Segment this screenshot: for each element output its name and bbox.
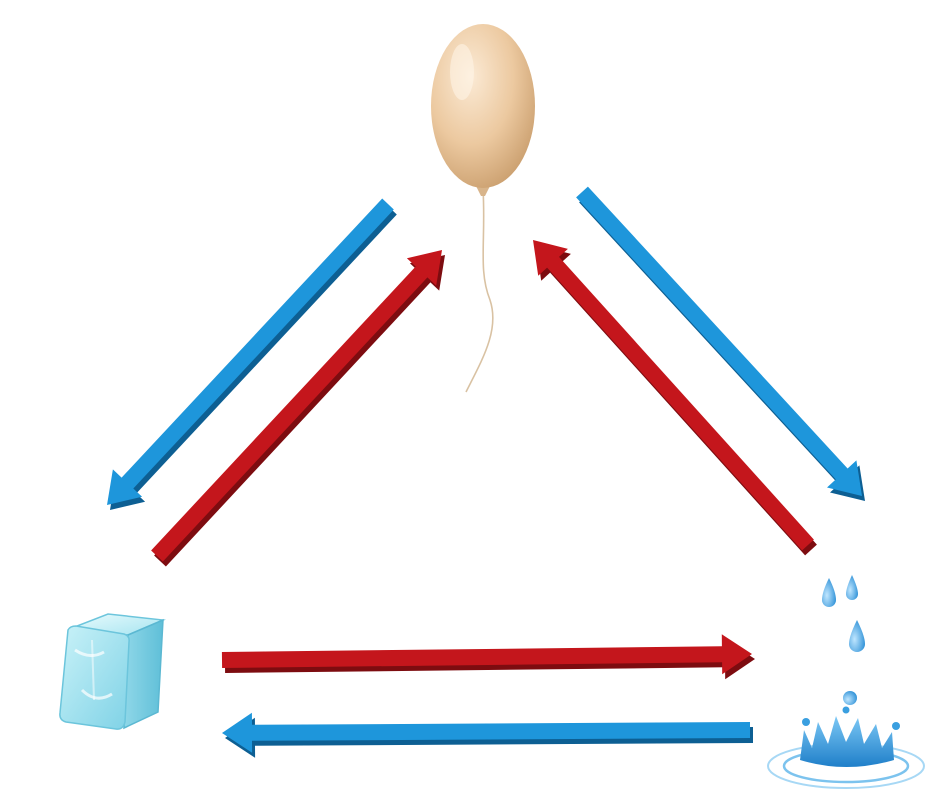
arrow-liquid-to-solid [222, 713, 753, 758]
arrow-solid-to-liquid [222, 634, 755, 679]
ice-cube-icon [60, 614, 163, 729]
arrows-layer [107, 187, 865, 758]
balloon-icon [431, 24, 535, 392]
water-splash-icon [768, 575, 924, 788]
